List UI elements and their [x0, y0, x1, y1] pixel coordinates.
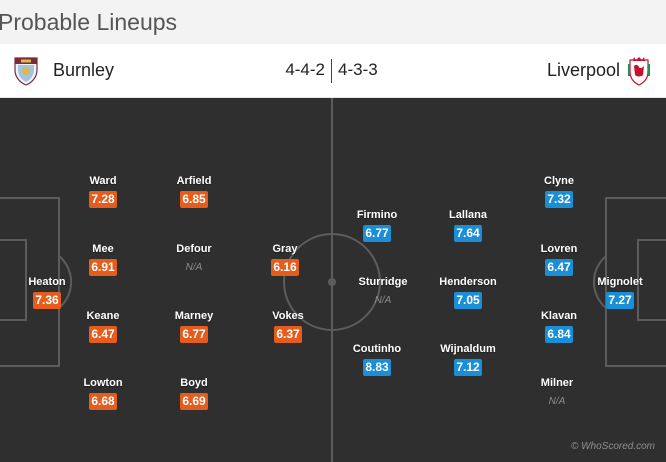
player-klavan[interactable]: Klavan 6.84: [519, 309, 599, 343]
player-rating: 6.91: [89, 259, 117, 276]
player-rating: 7.64: [454, 225, 482, 242]
player-name: Clyne: [544, 175, 574, 187]
player-name: Lovren: [540, 243, 578, 255]
burnley-crest-icon[interactable]: [12, 56, 40, 86]
player-ward[interactable]: Ward 7.28: [63, 174, 143, 208]
player-gray[interactable]: Gray 6.16: [245, 242, 325, 276]
pitch: Heaton 7.36 Ward 7.28 Mee 6.91 Keane 6.4…: [0, 98, 666, 462]
player-firmino[interactable]: Firmino 6.77: [337, 208, 417, 242]
player-boyd[interactable]: Boyd 6.69: [154, 376, 234, 410]
page-title: Probable Lineups: [0, 0, 666, 44]
player-name: Boyd: [180, 377, 208, 389]
player-name: Coutinho: [352, 343, 402, 355]
player-name: Keane: [86, 310, 120, 322]
player-lallana[interactable]: Lallana 7.64: [428, 208, 508, 242]
player-heaton[interactable]: Heaton 7.36: [7, 275, 87, 309]
player-vokes[interactable]: Vokes 6.37: [248, 309, 328, 343]
player-rating: N/A: [185, 262, 203, 273]
player-rating: 6.69: [180, 393, 208, 410]
home-formation: 4-4-2: [285, 60, 325, 79]
away-formation: 4-3-3: [338, 60, 378, 79]
player-name: Henderson: [439, 276, 497, 288]
player-name: Vokes: [272, 310, 304, 322]
player-clyne[interactable]: Clyne 7.32: [519, 174, 599, 208]
player-arfield[interactable]: Arfield 6.85: [154, 174, 234, 208]
player-lowton[interactable]: Lowton 6.68: [63, 376, 143, 410]
player-rating: N/A: [548, 396, 566, 407]
formation-divider: [331, 59, 332, 83]
player-name: Arfield: [176, 175, 212, 187]
player-lovren[interactable]: Lovren 6.47: [519, 242, 599, 276]
player-rating: N/A: [374, 295, 392, 306]
player-mee[interactable]: Mee 6.91: [63, 242, 143, 276]
player-rating: 7.27: [606, 292, 634, 309]
player-rating: 6.77: [180, 326, 208, 343]
player-name: Milner: [540, 377, 574, 389]
player-name: Wijnaldum: [440, 343, 496, 355]
player-name: Marney: [174, 310, 214, 322]
player-name: Heaton: [28, 276, 66, 288]
player-rating: 6.68: [89, 393, 117, 410]
player-rating: 6.47: [545, 259, 573, 276]
player-sturridge[interactable]: Sturridge N/A: [343, 275, 423, 309]
player-marney[interactable]: Marney 6.77: [154, 309, 234, 343]
team-header: Burnley 4-4-2 4-3-3 Liverpool: [0, 44, 666, 98]
player-henderson[interactable]: Henderson 7.05: [428, 275, 508, 309]
player-rating: 7.05: [454, 292, 482, 309]
player-name: Firmino: [356, 209, 398, 221]
player-rating: 6.84: [545, 326, 573, 343]
player-name: Gray: [272, 243, 298, 255]
player-wijnaldum[interactable]: Wijnaldum 7.12: [428, 342, 508, 376]
player-name: Mee: [92, 243, 114, 255]
player-name: Sturridge: [358, 276, 408, 288]
player-defour[interactable]: Defour N/A: [154, 242, 234, 276]
player-keane[interactable]: Keane 6.47: [63, 309, 143, 343]
player-rating: 6.85: [180, 191, 208, 208]
player-name: Lallana: [449, 209, 487, 221]
liverpool-crest-icon[interactable]: [625, 56, 653, 86]
player-rating: 7.12: [454, 359, 482, 376]
player-rating: 6.77: [363, 225, 391, 242]
player-name: Ward: [89, 175, 117, 187]
player-mignolet[interactable]: Mignolet 7.27: [580, 275, 660, 309]
player-name: Lowton: [83, 377, 123, 389]
player-rating: 7.32: [545, 191, 573, 208]
player-rating: 6.37: [274, 326, 302, 343]
player-rating: 7.28: [89, 191, 117, 208]
player-name: Klavan: [540, 310, 578, 322]
player-rating: 8.83: [363, 359, 391, 376]
player-name: Mignolet: [597, 276, 643, 288]
player-rating: 6.47: [89, 326, 117, 343]
pitch-markings: [0, 98, 666, 462]
player-rating: 7.36: [33, 292, 61, 309]
copyright-notice: © WhoScored.com: [570, 441, 655, 452]
player-coutinho[interactable]: Coutinho 8.83: [337, 342, 417, 376]
player-milner[interactable]: Milner N/A: [517, 376, 597, 410]
player-name: Defour: [176, 243, 212, 255]
home-team-name[interactable]: Burnley: [53, 60, 115, 80]
away-team-name[interactable]: Liverpool: [546, 60, 620, 80]
player-rating: 6.16: [271, 259, 299, 276]
